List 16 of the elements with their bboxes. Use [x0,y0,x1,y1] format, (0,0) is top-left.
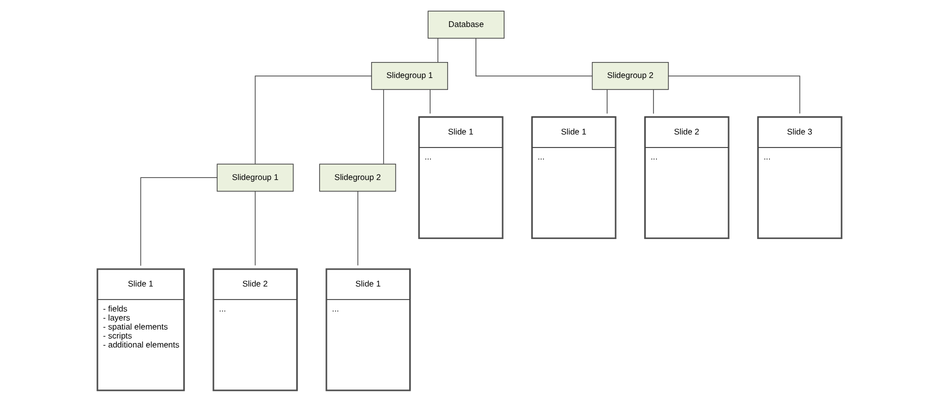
node-box: Database [427,10,504,39]
node-box: Slidegroup 1 [216,164,294,192]
connector [356,191,358,266]
connector [254,76,372,164]
connector [652,89,654,114]
node-box: Slidegroup 1 [370,62,448,90]
connector [140,177,217,266]
connector [254,191,256,266]
connector [436,38,438,63]
connector [382,89,384,164]
node-box: Slidegroup 2 [318,164,396,192]
connector [475,38,592,76]
node-box: Slidegroup 2 [591,62,668,90]
connector [668,76,800,114]
connector [606,89,608,114]
connector [429,89,430,114]
